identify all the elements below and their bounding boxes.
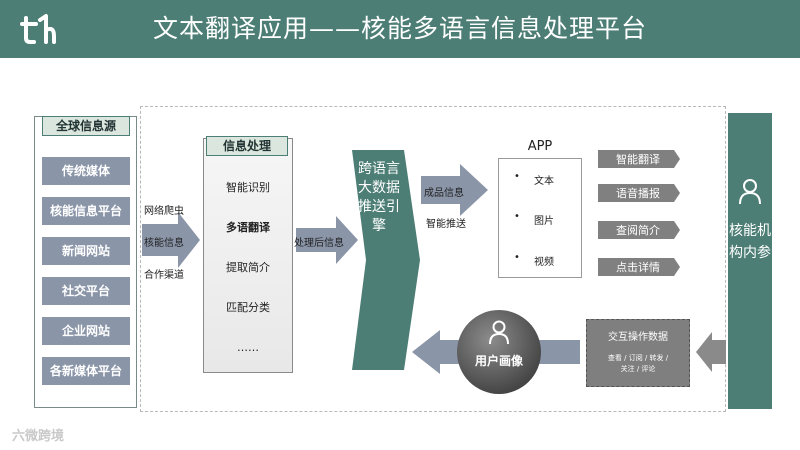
user-icon <box>738 178 762 206</box>
interaction-line: 查看 / 订阅 / 转发 / <box>607 354 669 362</box>
right-panel <box>728 113 772 409</box>
header-bar <box>0 0 800 58</box>
user-icon <box>488 320 510 346</box>
arrow-to-processing <box>142 212 200 268</box>
app-item: 视频 <box>534 257 554 268</box>
logo-icon <box>20 12 60 46</box>
bullet: • <box>514 252 520 263</box>
label-smart-push: 智能推送 <box>426 219 466 230</box>
arrow-from-right <box>696 332 726 372</box>
service-shape-3 <box>598 221 680 239</box>
source-item: 新闻网站 <box>42 237 130 265</box>
processing-item: …… <box>237 341 259 354</box>
label-processed: 处理后信息 <box>294 238 344 249</box>
service-item: 智能翻译 <box>616 153 660 166</box>
page-title: 文本翻译应用——核能多语言信息处理平台 <box>152 14 647 43</box>
label-finished: 成品信息 <box>424 188 464 199</box>
app-item: 图片 <box>534 216 554 227</box>
processing-box <box>203 138 293 373</box>
processing-item: 匹配分类 <box>226 301 270 314</box>
processing-item: 提取简介 <box>226 261 270 274</box>
service-shape-4 <box>598 258 680 276</box>
bullet: • <box>514 211 520 222</box>
right-panel-label: 核能机构内参 <box>729 223 771 261</box>
portrait-circle <box>457 310 541 394</box>
arrow-to-app <box>421 164 488 216</box>
label-crawler: 网络爬虫 <box>144 206 184 217</box>
arrow-to-engine <box>296 216 358 264</box>
service-item: 查阅简介 <box>616 224 660 237</box>
processing-title: 信息处理 <box>206 136 288 156</box>
processing-item: 多语翻译 <box>226 221 270 234</box>
main-panel <box>140 106 726 412</box>
app-title: APP <box>527 139 553 154</box>
app-box <box>498 158 582 278</box>
source-item: 社交平台 <box>42 277 130 305</box>
interaction-title: 交互操作数据 <box>608 332 668 343</box>
watermark: 六微跨境 <box>12 429 65 444</box>
app-item: 文本 <box>534 176 554 187</box>
interaction-line: 关注 / 评论 <box>620 365 656 373</box>
engine-shape <box>352 150 420 370</box>
source-item: 企业网站 <box>42 317 130 345</box>
interaction-box <box>586 319 690 387</box>
source-item: 传统媒体 <box>42 157 130 185</box>
bullet: • <box>514 171 520 182</box>
service-item: 点击详情 <box>616 261 660 274</box>
processing-item: 智能识别 <box>226 181 270 194</box>
engine-label: 跨语言大数据推送引擎 <box>358 161 400 234</box>
source-item: 各新媒体平台 <box>42 357 130 385</box>
label-cooperation: 合作渠道 <box>144 270 184 281</box>
sources-title: 全球信息源 <box>42 116 130 136</box>
service-shape-1 <box>598 150 680 168</box>
label-nuclear-info: 核能信息 <box>144 238 184 249</box>
service-item: 语音播报 <box>616 187 660 200</box>
service-shape-2 <box>598 184 680 202</box>
portrait-label: 用户画像 <box>474 354 523 368</box>
source-item: 核能信息平台 <box>42 197 130 225</box>
